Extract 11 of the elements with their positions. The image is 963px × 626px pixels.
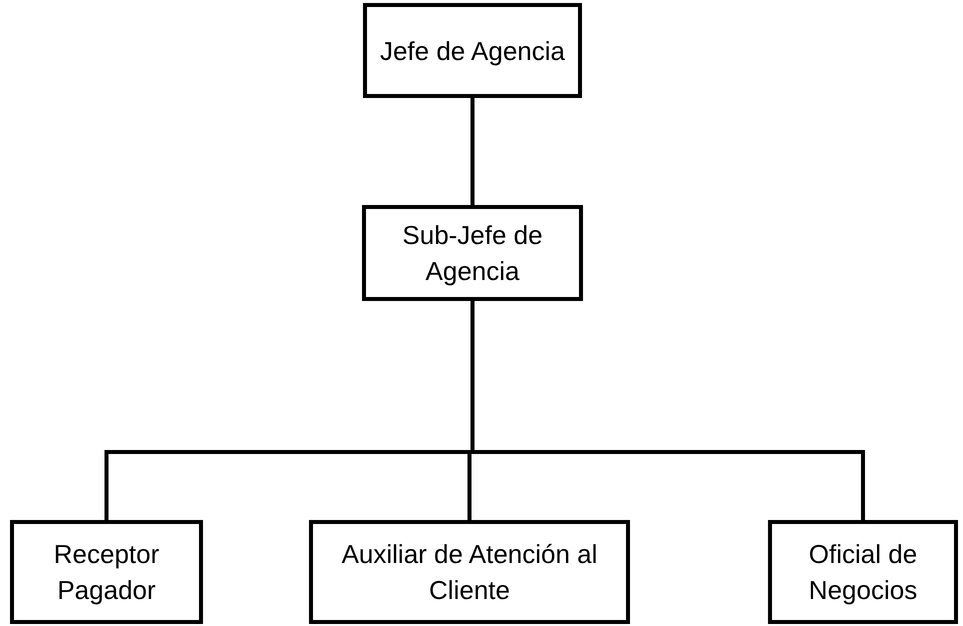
position-title: Auxiliar de Atención al Cliente: [340, 538, 598, 607]
position-box: [363, 3, 582, 98]
position-title: Oficial de Negocios: [808, 538, 918, 607]
position-box: [362, 205, 583, 301]
position-title: Jefe de Agencia: [380, 34, 566, 68]
connector-line: [470, 96, 474, 207]
position-box: [309, 520, 630, 624]
position-title: Sub-Jefe de Agencia: [401, 219, 544, 288]
position-title: Receptor Pagador: [52, 538, 160, 607]
position-box: [768, 520, 958, 624]
position-box: [10, 520, 203, 624]
